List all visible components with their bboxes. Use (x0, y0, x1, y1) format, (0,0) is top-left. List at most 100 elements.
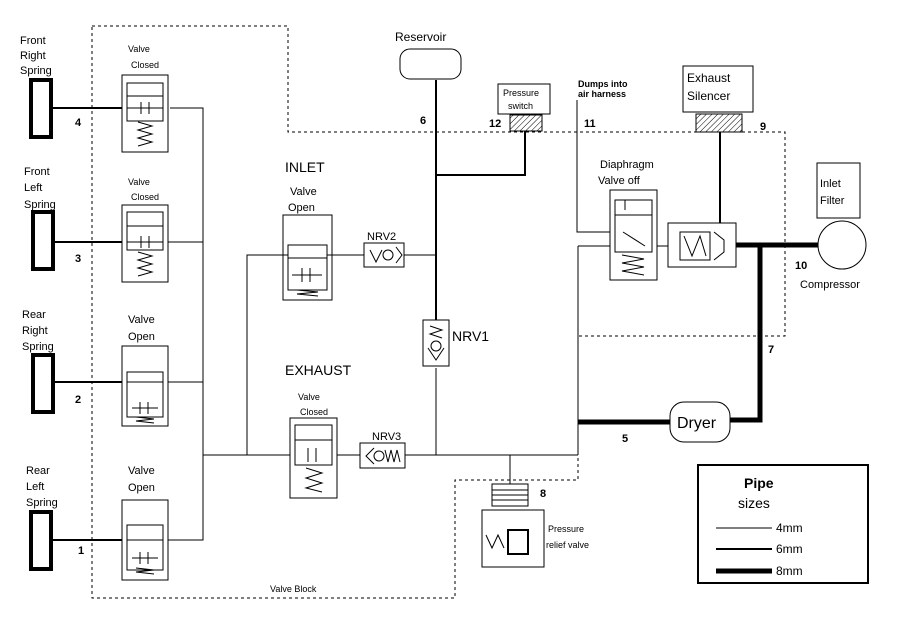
valve-label: Open (128, 482, 155, 494)
legend-item-label: 6mm (776, 542, 803, 556)
check-valve-ball-icon (430, 340, 442, 352)
pipe-number: 1 (78, 545, 84, 557)
valve-spool (287, 244, 328, 291)
spring-icon (136, 251, 154, 277)
valve-spool (126, 371, 164, 418)
check-valve-ball-icon (382, 249, 394, 261)
pipe-number: 2 (75, 394, 81, 406)
dumps-label: Dumps into (578, 79, 628, 89)
spring-label: Rear (26, 465, 50, 477)
valve-label: Closed (131, 192, 159, 202)
pipe-11-dump (576, 100, 622, 233)
diaphragm-label: Diaphragm (600, 159, 654, 171)
nrv1: NRV1 (422, 319, 489, 367)
dryer-label: Dryer (677, 415, 717, 432)
compressor-head (667, 222, 737, 268)
compressor-body (817, 220, 867, 270)
nrv1-label: NRV1 (452, 328, 489, 344)
relief-label: relief valve (546, 540, 589, 550)
inlet-valve-label: Valve (290, 186, 317, 198)
inlet-valve-label: Open (288, 202, 315, 214)
exhaust-silencer-label: Silencer (687, 89, 730, 103)
pipe-number: 10 (795, 260, 807, 272)
exhaust-valve-label: Valve (298, 392, 320, 402)
valve-label: Valve (128, 44, 150, 54)
reservoir-label: Reservoir (395, 30, 446, 44)
pipe-number: 6 (420, 115, 426, 127)
dumps-label: air harness (578, 89, 626, 99)
pressure-switch-label: switch (508, 101, 533, 111)
pressure-switch-label: Pressure (503, 88, 539, 98)
corner-valve-bus (168, 107, 204, 541)
nrv3-label: NRV3 (372, 431, 401, 443)
spring-label: Spring (26, 497, 58, 509)
spring-label: Front (24, 166, 50, 178)
valve-spool (294, 424, 333, 466)
spring-rear-right: Rear Right Spring (22, 309, 55, 414)
nrv2: NRV2 (363, 231, 405, 268)
inlet-filter-label: Inlet (820, 178, 841, 190)
pipe-size-legend: Pipe sizes 4mm 6mm 8mm (697, 464, 869, 584)
air-spring (29, 78, 53, 139)
spring-label: Right (20, 50, 46, 62)
check-valve-ball-icon (373, 450, 385, 462)
reservoir-tank (399, 48, 462, 80)
spring-label: Rear (22, 309, 46, 321)
pressure-switch: Pressure switch (497, 83, 551, 132)
valve-front-right: Valve Closed (121, 44, 169, 153)
exhaust-silencer-label: Exhaust (687, 71, 731, 85)
exhaust-silencer-box (682, 65, 754, 113)
compressor-spring-icon (683, 234, 707, 258)
valve-spool (126, 211, 164, 251)
inlet-filter: Inlet Filter (816, 162, 861, 219)
legend-title: sizes (738, 495, 770, 511)
exhaust-valve: EXHAUST Valve Closed (285, 362, 352, 499)
nrv2-label: NRV2 (367, 231, 396, 243)
valve-label: Open (128, 331, 155, 343)
pressure-switch-pipe (436, 131, 526, 176)
diaphragm-label: Valve off (598, 175, 641, 187)
pressure-relief-valve: Pressure relief valve (481, 483, 589, 568)
pipe-number: 3 (75, 253, 81, 265)
valve-label: Valve (128, 177, 150, 187)
pipe-number: 12 (489, 118, 501, 130)
pipe-number: 4 (75, 117, 82, 129)
pipe-number: 9 (760, 121, 766, 133)
valve-block-boundary (91, 25, 786, 599)
spring-label: Left (24, 182, 42, 194)
valve-rear-left: Valve Open (121, 465, 169, 581)
valve-front-left: Valve Closed (121, 177, 169, 283)
inlet-filter-box (816, 162, 861, 219)
compressor-label: Compressor (800, 279, 860, 291)
pipe-number: 5 (622, 433, 628, 445)
compressor-valve-box (679, 231, 711, 261)
compressor: Compressor (800, 220, 867, 291)
valve-label: Valve (128, 314, 155, 326)
valve-label: Closed (131, 60, 159, 70)
valve-rear-right: Valve Open (121, 314, 169, 427)
valve-label: Valve (128, 465, 155, 477)
inlet-valve: INLET Valve Open (282, 159, 333, 301)
relief-label: Pressure (548, 524, 584, 534)
air-spring (29, 510, 53, 571)
pipe-number: 8 (540, 488, 546, 500)
reservoir: Reservoir (395, 30, 462, 80)
check-valve-body (363, 242, 405, 268)
nrv3: NRV3 (359, 431, 406, 469)
spring-front-right: Front Right Spring (20, 35, 53, 139)
exhaust-valve-label: Closed (300, 407, 328, 417)
check-valve-body (359, 442, 406, 469)
spring-label: Spring (20, 65, 52, 77)
air-spring (31, 210, 55, 271)
legend-item-label: 8mm (776, 564, 803, 578)
pressure-switch-box (497, 83, 551, 115)
pressure-switch-port (509, 114, 543, 132)
exhaust-silencer-port (695, 113, 743, 133)
relief-spring-icon (485, 533, 505, 550)
spring-icon (136, 121, 154, 147)
relief-seat (507, 529, 529, 555)
spring-rear-left: Rear Left Spring (26, 465, 58, 571)
inlet-filter-label: Filter (820, 195, 845, 207)
spring-front-left: Front Left Spring (24, 166, 56, 271)
